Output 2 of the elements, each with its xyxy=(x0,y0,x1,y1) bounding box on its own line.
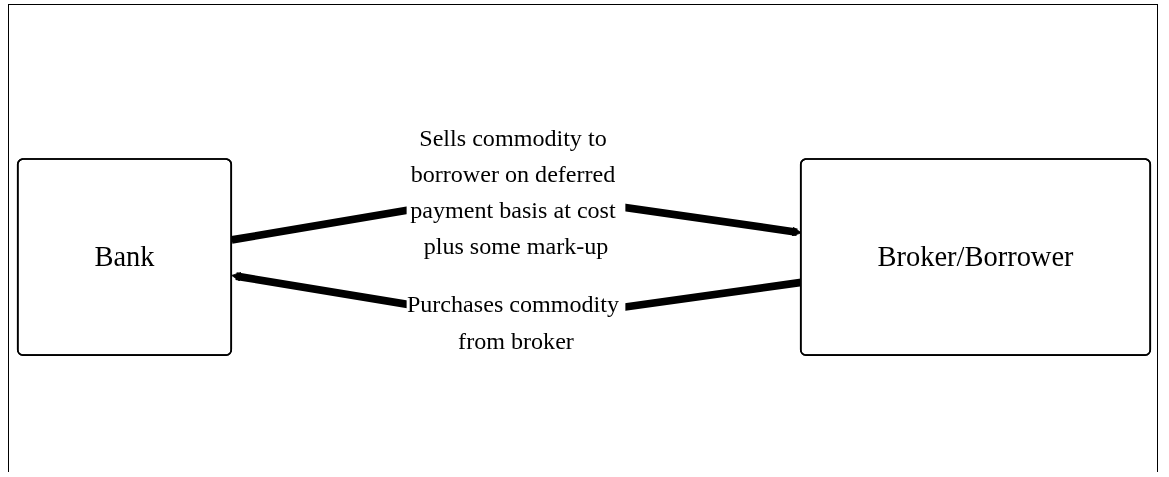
edge-label: Purchases commodity from broker xyxy=(406,290,620,355)
edge-label: Sells commodity to borrower on deferred payment basis at cost plus some mark-up xyxy=(410,123,616,260)
